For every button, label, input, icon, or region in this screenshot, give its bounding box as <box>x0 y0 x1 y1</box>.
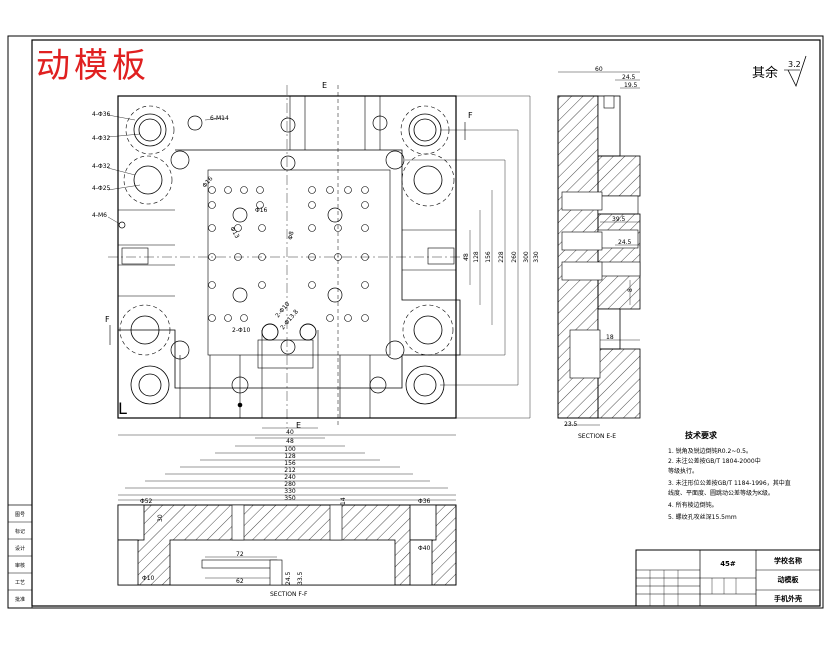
callout-d13: Φ13 <box>228 226 240 240</box>
tb-part-name: 动模板 <box>778 575 800 584</box>
dim-v-156: 156 <box>485 251 492 263</box>
guide-hole-bottom-left <box>130 365 170 405</box>
tech-req-line: 1. 锐角及锐边倒钝R0.2~0.5。 <box>668 448 752 455</box>
roughness-label: 其余 <box>752 66 779 81</box>
side-view <box>557 71 641 426</box>
dim-h-212: 212 <box>284 467 296 474</box>
title-block-text: 45# 学校名称 动模板 手机外壳 <box>720 556 802 603</box>
tech-req-line: 等级执行。 <box>668 468 699 475</box>
dim-v-48: 48 <box>463 253 470 261</box>
callout-d8: Φ8 <box>287 231 295 241</box>
label-e-bottom: E <box>296 421 301 430</box>
roughness-symbol: 3.2 <box>784 55 807 88</box>
callout-4-d32b: 4-Φ32 <box>92 163 111 170</box>
dim-h-350: 350 <box>284 495 296 502</box>
callout-d16b: Φ16 <box>255 207 268 214</box>
guide-hole-bottom-right <box>405 365 445 405</box>
strip-6: 批准 <box>15 596 25 603</box>
roughness-value: 3.2 <box>788 60 801 69</box>
tech-req-line: 5. 螺纹孔攻丝深15.5mm <box>668 514 737 521</box>
side-dim-19-5: 19.5 <box>624 82 638 89</box>
side-dim-24-5b: 24.5 <box>618 239 632 246</box>
tech-req-heading: 技术要求 <box>685 431 717 440</box>
strip-5: 工艺 <box>15 580 25 586</box>
dim-h-100: 100 <box>284 446 296 453</box>
tech-req-line: 4. 所有棱边倒钝。 <box>668 502 718 509</box>
hole-callouts: 4-Φ36 4-Φ32 4-Φ32 4-Φ25 4-M6 6-M14 Φ16 Φ… <box>92 111 300 418</box>
tech-req-line: 3. 未注形位公差按GB/T 1184-1996，其中直 <box>668 480 791 487</box>
dim-h-280: 280 <box>284 481 296 488</box>
label-f-left: F <box>105 315 110 324</box>
front-dim-labels: 40 48 100 128 156 212 240 280 330 350 48… <box>284 251 540 502</box>
side-dim-8: 8 <box>627 288 634 292</box>
bot-dim-33-5: 33.5 <box>297 571 304 585</box>
left-strip: 图号 标记 设计 审核 工艺 批准 <box>7 504 33 609</box>
strip-3: 设计 <box>15 545 25 552</box>
side-dim-23-5: 23.5 <box>564 421 578 428</box>
tb-material: 45# <box>720 560 736 568</box>
bot-dim-62: 62 <box>236 578 244 585</box>
guide-hole-mid-left <box>123 155 173 205</box>
callout-4-d32a: 4-Φ32 <box>92 135 111 142</box>
drawing-title: 动模板 <box>36 46 150 86</box>
dim-h-240: 240 <box>284 474 296 481</box>
ejector-hole-grid <box>208 186 369 408</box>
guide-hole-low-right <box>402 304 454 356</box>
dim-h-40: 40 <box>286 429 294 436</box>
callout-2-d10a: 2-Φ10 <box>232 327 251 334</box>
bot-dim-d52: Φ52 <box>140 498 153 505</box>
bot-dim-24-5: 24.5 <box>285 571 292 585</box>
strip-4: 审核 <box>15 562 25 569</box>
dim-h-48: 48 <box>286 438 294 445</box>
corner-mark: L <box>118 399 127 418</box>
front-dimensions <box>118 95 531 496</box>
callout-4-m6: 4-M6 <box>92 212 107 219</box>
side-dim-39-5: 39.5 <box>612 216 626 223</box>
guide-hole-top-left <box>125 105 175 155</box>
outer-frame <box>7 35 824 609</box>
label-e-top: E <box>322 81 327 90</box>
dim-v-300: 300 <box>523 251 530 263</box>
dim-h-330: 330 <box>284 488 296 495</box>
dim-v-228: 228 <box>498 251 505 263</box>
bot-dim-d36: Φ36 <box>418 498 431 505</box>
dim-h-156: 156 <box>284 460 296 467</box>
tb-drawing: 手机外壳 <box>774 594 802 603</box>
dim-v-128: 128 <box>473 251 480 263</box>
side-dim-60: 60 <box>595 66 603 73</box>
strip-2: 标记 <box>15 528 25 535</box>
front-view <box>108 85 466 428</box>
dim-v-330: 330 <box>533 251 540 263</box>
side-dims: 60 24.5 19.5 39.5 24.5 8 18 23.5 SECTION… <box>564 66 638 440</box>
bottom-dims: Φ52 30 Φ36 Φ40 72 62 24.5 33.5 Φ10 14 SE… <box>140 497 431 598</box>
dim-v-260: 260 <box>511 251 518 263</box>
tech-req-line: 2. 未注公差按GB/T 1804-2000中 <box>668 458 761 465</box>
bot-dim-30: 30 <box>157 514 164 522</box>
side-dim-18: 18 <box>606 334 614 341</box>
dim-h-128: 128 <box>284 453 296 460</box>
side-dim-24-5a: 24.5 <box>622 74 636 81</box>
guide-hole-mid-right <box>401 153 455 207</box>
callout-4-d36: 4-Φ36 <box>92 111 111 118</box>
callout-d16a: Φ16 <box>201 175 214 189</box>
inner-frame <box>31 39 821 607</box>
bottom-view <box>117 499 457 586</box>
section-ee-label: SECTION E-E <box>578 433 616 440</box>
section-ff-label: SECTION F-F <box>270 591 308 598</box>
tech-req-line: 线度、平面度、圆跳动公差等级为K级。 <box>668 490 774 497</box>
tb-school: 学校名称 <box>774 556 802 565</box>
bot-dim-72: 72 <box>236 551 244 558</box>
title-block <box>635 549 821 607</box>
bot-dim-d40: Φ40 <box>418 545 431 552</box>
callout-6-m14: 6-M14 <box>210 115 229 122</box>
guide-hole-low-left <box>119 304 171 356</box>
strip-1: 图号 <box>15 512 25 518</box>
bot-dim-d10: Φ10 <box>142 575 155 582</box>
bot-dim-14: 14 <box>340 497 347 505</box>
callout-4-d25: 4-Φ25 <box>92 185 111 192</box>
section-markers: E E F F <box>105 81 473 430</box>
label-f-right: F <box>468 111 473 120</box>
